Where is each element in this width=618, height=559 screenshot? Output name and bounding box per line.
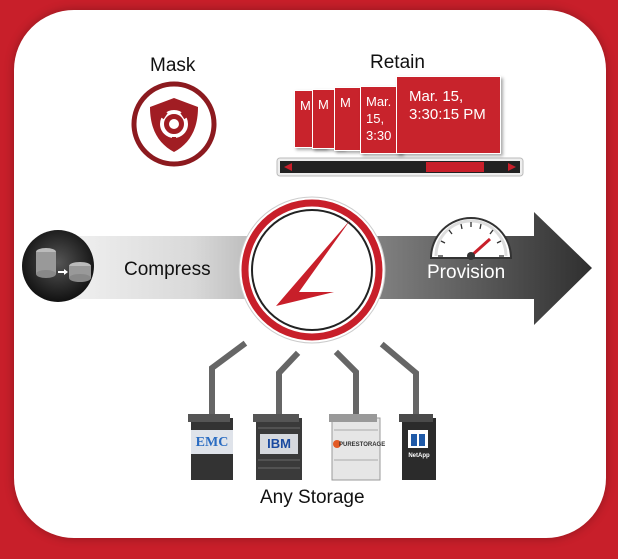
snapshot-card-current: Mar. 15, 3:30:15 PM xyxy=(396,76,501,154)
netapp-logo: NetApp xyxy=(408,453,430,459)
retain-label: Retain xyxy=(370,52,425,73)
snapshot-card: Mar. 15, 3:30 xyxy=(360,86,402,154)
compress-label: Compress xyxy=(124,259,211,280)
purestorage-logo: PURESTORAGE xyxy=(339,442,386,448)
emc-logo: EMC xyxy=(195,435,229,450)
storage-array-emc xyxy=(188,414,233,480)
mask-label: Mask xyxy=(150,55,196,76)
storage-array-ibm xyxy=(253,414,302,480)
provision-label: Provision xyxy=(427,262,506,283)
center-logo xyxy=(238,196,386,344)
storage-connectors xyxy=(209,340,419,421)
storage-array-pure xyxy=(329,414,381,481)
ibm-logo: IBM xyxy=(267,436,291,451)
storage-array-netapp xyxy=(399,414,436,480)
mask-shield-icon xyxy=(131,81,217,167)
compress-icon xyxy=(22,230,94,302)
retain-timeline-bar xyxy=(276,157,524,177)
provision-gauge-icon xyxy=(429,217,513,260)
any-storage-label: Any Storage xyxy=(260,487,365,508)
